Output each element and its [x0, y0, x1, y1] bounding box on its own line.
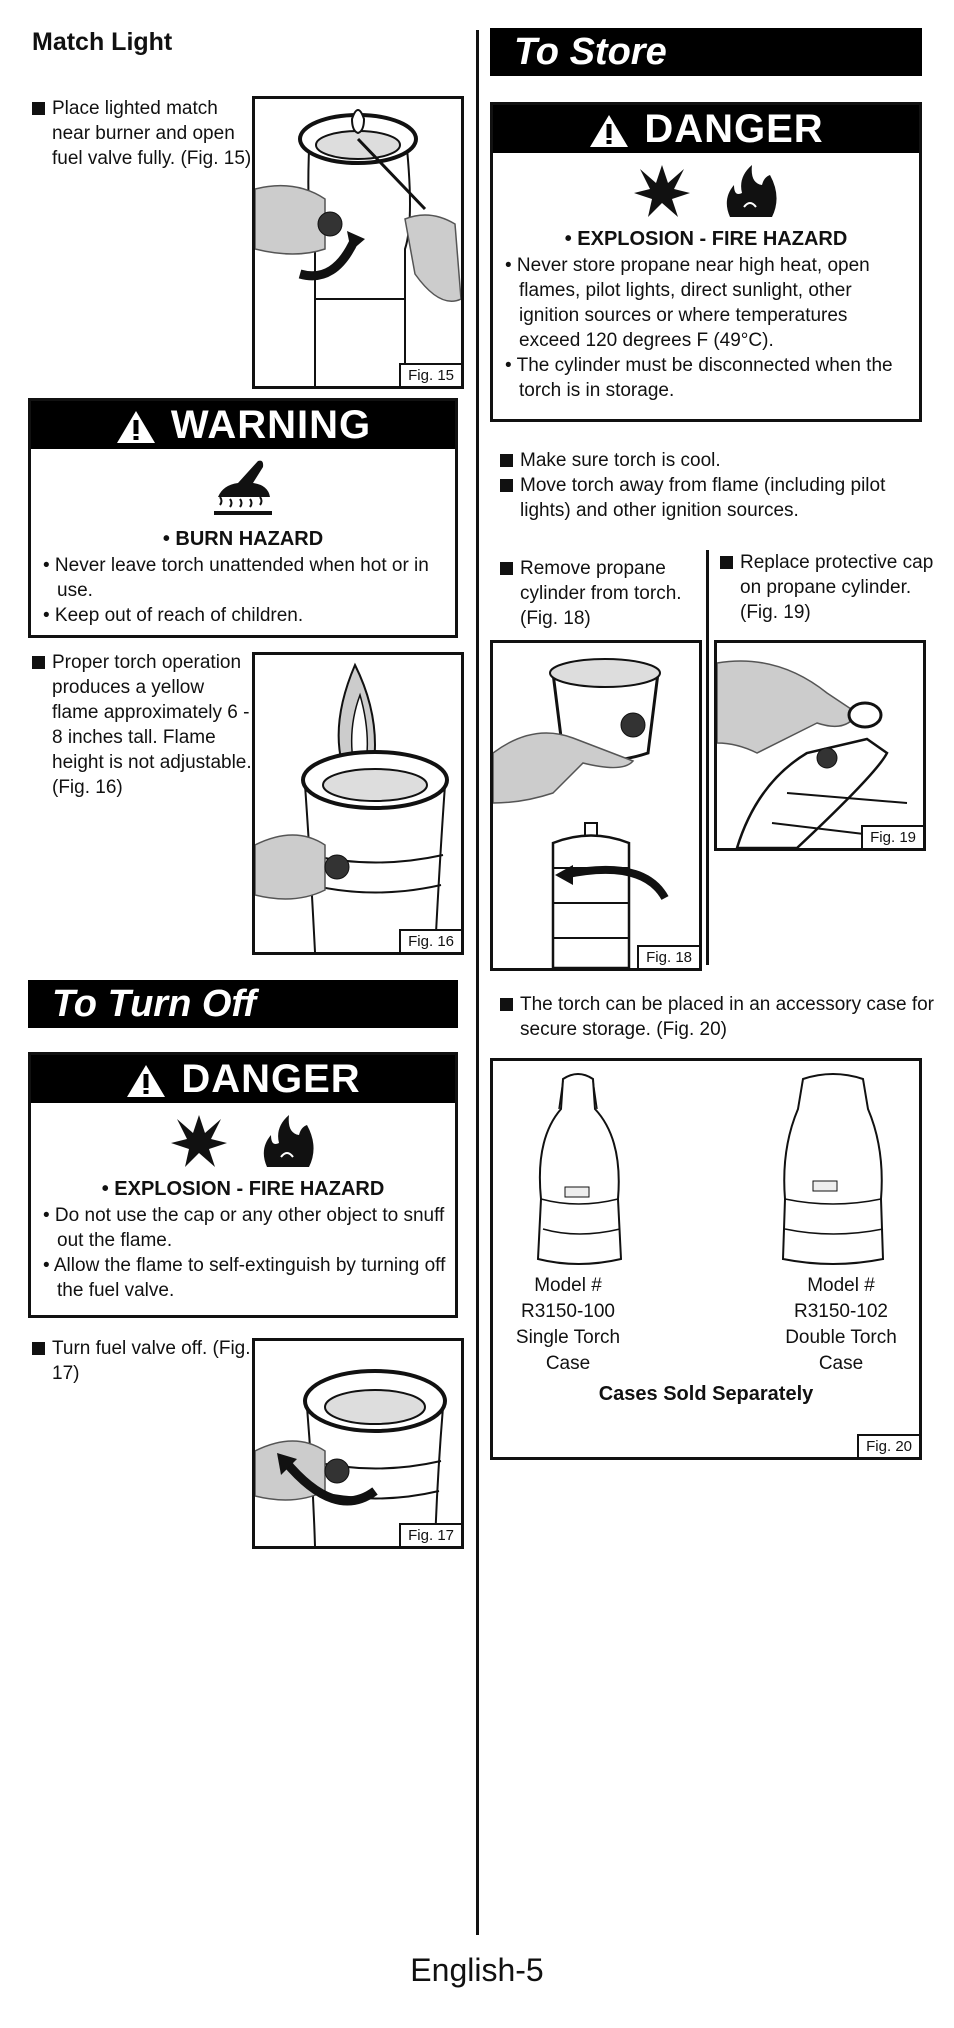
fig-17-label: Fig. 17	[399, 1523, 461, 1546]
warning-title: WARNING	[170, 403, 372, 447]
column-divider	[476, 30, 479, 1935]
danger-header: DANGER	[31, 1055, 455, 1103]
warning-triangle-icon	[590, 115, 629, 148]
single-torch-case-icon	[536, 1073, 623, 1265]
explosion-hazard-heading: • EXPLOSION - FIRE HAZARD	[101, 1178, 385, 1200]
turn-off-instruction: Turn fuel valve off. (Fig. 17)	[52, 1338, 251, 1384]
bullet-square-icon	[720, 556, 733, 569]
store-step-move: Move torch away from flame (including pi…	[500, 473, 920, 523]
explosion-icon	[633, 165, 690, 217]
bullet-square-icon	[500, 998, 513, 1011]
bullet-square-icon	[500, 562, 513, 575]
burn-hazard-heading: • BURN HAZARD	[162, 528, 324, 550]
torch-match-illustration	[255, 109, 461, 386]
replace-cap-illustration	[717, 660, 908, 848]
figure-16: Fig. 16	[252, 652, 464, 955]
step-divider	[706, 550, 709, 965]
explosion-icon	[170, 1115, 227, 1167]
case-name: Single Torch	[515, 1327, 621, 1348]
warning-triangle-icon	[127, 1065, 166, 1098]
match-light-text: Place lighted match near burner and open…	[32, 96, 252, 171]
bullet-square-icon	[500, 454, 513, 467]
danger-item: • Never store propane near high heat, op…	[505, 255, 870, 351]
danger-header: DANGER	[493, 105, 919, 153]
store-step-text: Move torch away from flame (including pi…	[520, 475, 886, 521]
torch-flame-illustration	[255, 662, 449, 952]
warning-item: • Never leave torch unattended when hot …	[43, 555, 429, 601]
fig-15-label: Fig. 15	[399, 363, 461, 386]
fig-19-label: Fig. 19	[861, 825, 923, 848]
bullet-square-icon	[500, 479, 513, 492]
proper-operation-text: Proper torch operation produces a yellow…	[32, 650, 252, 800]
fig-16-label: Fig. 16	[399, 929, 461, 952]
danger-item: • Allow the flame to self-extinguish by …	[43, 1255, 446, 1301]
case-kind: Case	[818, 1353, 864, 1374]
warning-list: • Never leave torch unattended when hot …	[43, 553, 447, 628]
bullet-square-icon	[32, 1342, 45, 1355]
case-model: Model #	[534, 1275, 602, 1296]
warning-triangle-icon	[116, 411, 155, 444]
warning-item: • Keep out of reach of children.	[43, 605, 304, 626]
danger-item: • The cylinder must be disconnected when…	[505, 355, 893, 401]
cases-sold-separately: Cases Sold Separately	[598, 1383, 814, 1405]
store-step-text: Make sure torch is cool.	[520, 450, 721, 471]
torch-valve-off-illustration	[255, 1369, 447, 1546]
warning-header: WARNING	[31, 401, 455, 449]
case-number: R3150-102	[793, 1301, 889, 1322]
fig-18-label: Fig. 18	[637, 945, 699, 968]
replace-cap-text: Replace protective cap on propane cylind…	[720, 550, 940, 625]
accessory-case-instruction: The torch can be placed in an accessory …	[520, 994, 935, 1040]
case-model: Model #	[807, 1275, 875, 1296]
store-step-cool: Make sure torch is cool.	[500, 448, 920, 473]
proper-operation-instruction: Proper torch operation produces a yellow…	[52, 652, 252, 798]
to-store-banner: To Store	[490, 28, 922, 76]
double-torch-case-icon	[781, 1073, 885, 1265]
bullet-square-icon	[32, 102, 45, 115]
figure-20: Model # R3150-100 Single Torch Case Mode…	[490, 1058, 922, 1460]
figure-19: Fig. 19	[714, 640, 926, 851]
case-kind: Case	[545, 1353, 591, 1374]
figure-18: Fig. 18	[490, 640, 702, 971]
turn-off-banner: To Turn Off	[28, 980, 458, 1028]
warning-box: WARNING • BURN HAZARD • Never leave torc…	[28, 398, 458, 638]
case-name: Double Torch	[785, 1327, 897, 1348]
fig-20-label: Fig. 20	[857, 1434, 919, 1457]
danger-item: • Do not use the cap or any other object…	[43, 1205, 445, 1251]
case-double-label: Model # R3150-102 Double Torch Case	[771, 1273, 911, 1377]
danger-title: DANGER	[644, 107, 824, 151]
danger-list: • Do not use the cap or any other object…	[43, 1203, 447, 1303]
case-single-label: Model # R3150-100 Single Torch Case	[503, 1273, 633, 1377]
remove-cylinder-instruction: Remove propane cylinder from torch. (Fig…	[520, 558, 682, 629]
replace-cap-instruction: Replace protective cap on propane cylind…	[740, 552, 934, 623]
danger-box-store: DANGER • EXPLOSION - FIRE HAZARD • Never…	[490, 102, 922, 422]
fire-icon	[727, 165, 777, 217]
accessory-case-text: The torch can be placed in an accessory …	[500, 992, 940, 1042]
bullet-square-icon	[32, 656, 45, 669]
remove-cylinder-illustration	[493, 658, 669, 968]
danger-title: DANGER	[181, 1057, 361, 1101]
danger-list: • Never store propane near high heat, op…	[505, 253, 911, 403]
danger-box-turn-off: DANGER • EXPLOSION - FIRE HAZARD • Do no…	[28, 1052, 458, 1318]
case-number: R3150-100	[520, 1301, 616, 1322]
remove-cylinder-text: Remove propane cylinder from torch. (Fig…	[500, 556, 708, 631]
match-light-heading: Match Light	[32, 28, 173, 56]
figure-15: Fig. 15	[252, 96, 464, 389]
match-light-instruction: Place lighted match near burner and open…	[52, 98, 252, 169]
fire-icon	[264, 1115, 314, 1167]
page-footer: English-5	[410, 1952, 544, 1988]
burn-hand-icon	[214, 460, 272, 515]
explosion-hazard-heading: • EXPLOSION - FIRE HAZARD	[564, 228, 848, 250]
turn-off-text: Turn fuel valve off. (Fig. 17)	[32, 1336, 252, 1386]
figure-17: Fig. 17	[252, 1338, 464, 1549]
